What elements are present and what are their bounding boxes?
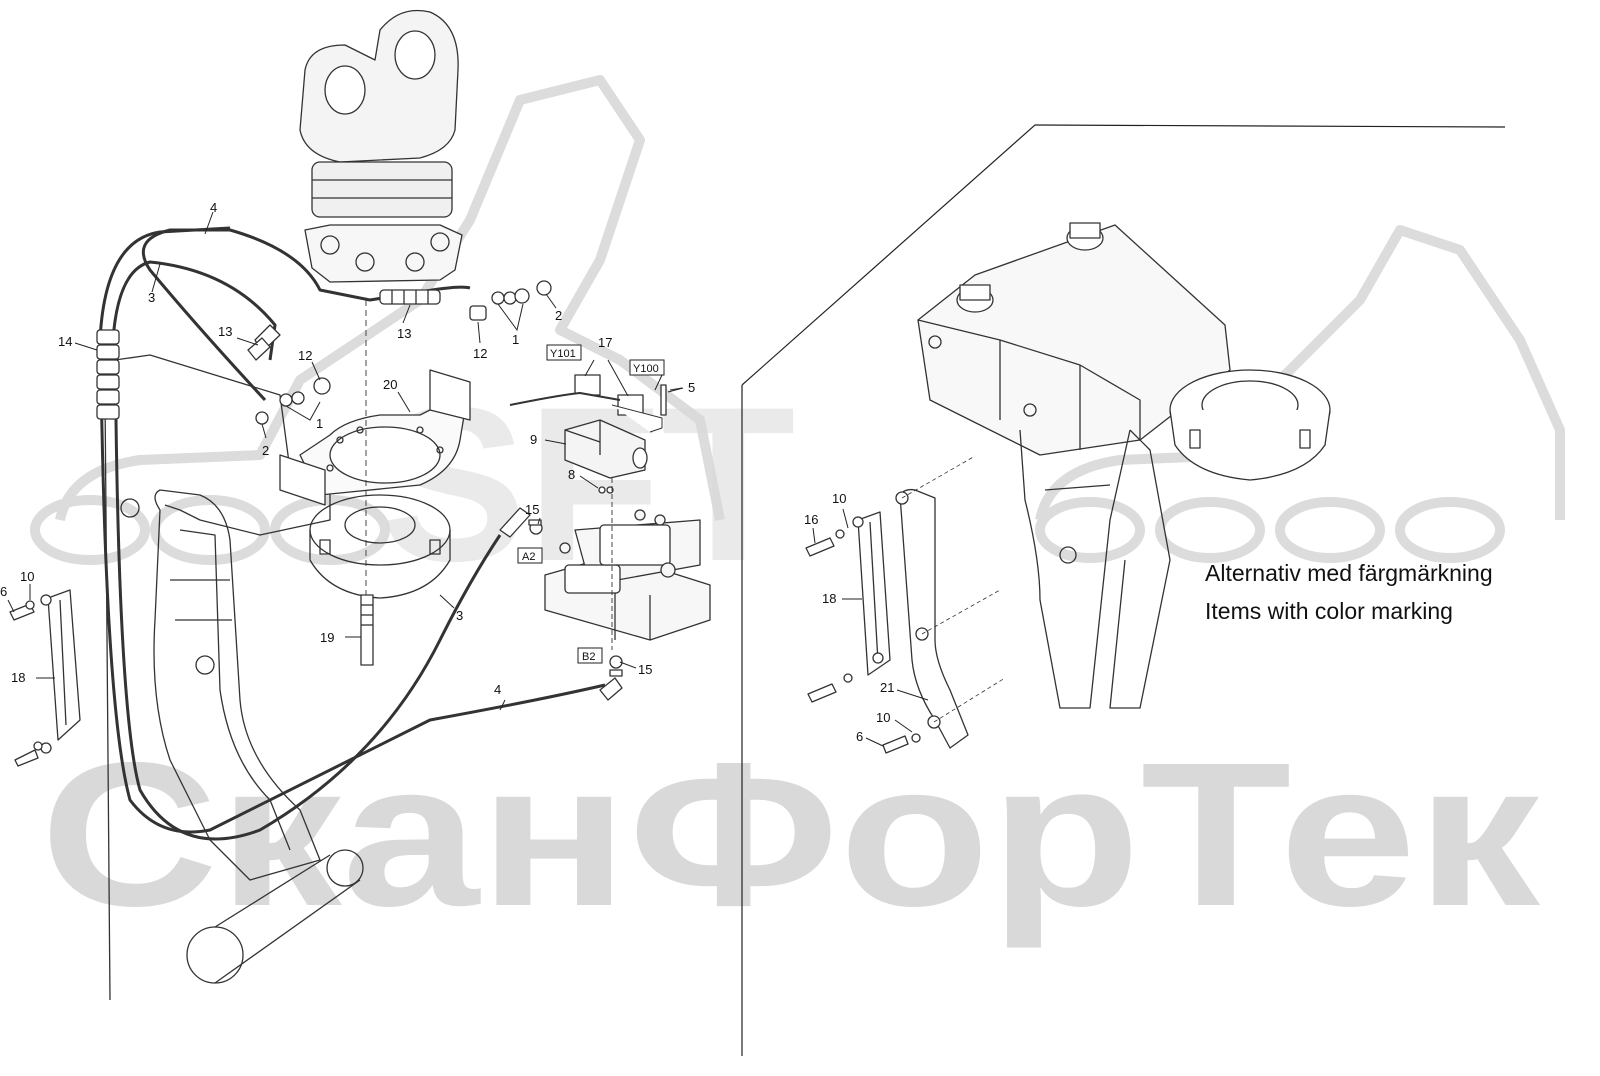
callout-3-upper: 3 xyxy=(148,290,155,305)
rotator xyxy=(299,9,463,283)
watermark-brand-text: СканФорТек xyxy=(40,720,1540,949)
callout-5: 5 xyxy=(688,380,695,395)
callout-2-right: 2 xyxy=(555,308,562,323)
callout-6-right: 6 xyxy=(856,729,863,744)
callout-15-lower: 15 xyxy=(638,662,652,677)
connectors-part-17 xyxy=(509,374,663,433)
callout-14: 14 xyxy=(58,334,72,349)
mounting-ring xyxy=(309,494,451,599)
callout-20: 20 xyxy=(383,377,397,392)
callout-18-right: 18 xyxy=(822,591,836,606)
fitting-part-15 xyxy=(499,507,623,701)
callout-4-lower: 4 xyxy=(494,682,501,697)
callout-9: 9 xyxy=(530,432,537,447)
callout-18-left: 18 xyxy=(11,670,25,685)
alt-boom-top xyxy=(917,222,1231,456)
guard-plate-part-21 xyxy=(882,455,1006,754)
watermark-machine-outline xyxy=(30,75,1565,565)
callout-13-left: 13 xyxy=(218,324,232,339)
solenoid-valve-part-9 xyxy=(564,419,648,479)
callout-10-right-lower: 10 xyxy=(876,710,890,725)
main-assembly xyxy=(9,9,711,1001)
bracket-part-20 xyxy=(279,369,471,506)
label-a2: A2 xyxy=(522,551,535,563)
guard-plate-right-part-18 xyxy=(805,511,891,703)
callout-21: 21 xyxy=(880,680,894,695)
label-y101: Y101 xyxy=(550,348,576,360)
fittings-upper xyxy=(255,280,552,425)
guard-plate-left-part-18 xyxy=(9,589,81,767)
callout-12-right: 12 xyxy=(473,346,487,361)
callout-3-lower: 3 xyxy=(456,608,463,623)
callout-13-right: 13 xyxy=(397,326,411,341)
callout-1-left: 1 xyxy=(316,416,323,431)
callout-16: 16 xyxy=(804,512,818,527)
leader-lines xyxy=(7,211,929,747)
callout-labels: 4 3 14 13 12 20 1 2 13 12 1 2 17 5 9 8 1… xyxy=(0,200,894,744)
callout-1-right: 1 xyxy=(512,332,519,347)
boxed-labels: Y101 Y100 A2 B2 xyxy=(517,344,665,664)
valve-block xyxy=(544,478,711,650)
alt-boom-body xyxy=(1019,429,1171,709)
alt-mount-ring xyxy=(1169,369,1331,481)
note-english: Items with color marking xyxy=(1205,598,1453,624)
callout-17: 17 xyxy=(598,335,612,350)
callout-15-upper: 15 xyxy=(525,502,539,517)
callout-12-left: 12 xyxy=(298,348,312,363)
label-y100: Y100 xyxy=(633,363,659,375)
note-swedish: Alternativ med färgmärkning xyxy=(1205,560,1493,586)
callout-10-left: 10 xyxy=(20,569,34,584)
boom-arm xyxy=(104,354,364,1001)
callout-19: 19 xyxy=(320,630,334,645)
callout-6-left: 6 xyxy=(0,584,7,599)
hose-guard-part-13 xyxy=(247,289,441,361)
view-divider xyxy=(741,124,1506,1056)
alternative-assembly xyxy=(805,222,1331,754)
hose-part-3 xyxy=(111,260,502,841)
washers-part-8 xyxy=(598,486,614,494)
callout-4-upper: 4 xyxy=(210,200,217,215)
hose-guard-part-14 xyxy=(96,329,120,420)
bolt-part-19 xyxy=(360,300,374,666)
callout-8: 8 xyxy=(568,467,575,482)
callout-2-left: 2 xyxy=(262,443,269,458)
watermark: SFT СканФорТек xyxy=(30,75,1565,949)
callout-10-right-upper: 10 xyxy=(832,491,846,506)
label-b2: B2 xyxy=(582,651,595,663)
